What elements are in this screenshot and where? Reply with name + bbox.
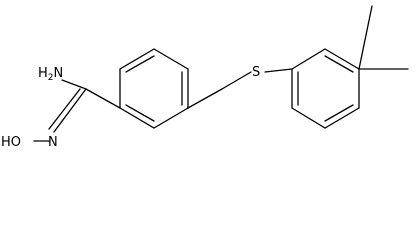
ring-bond	[153, 48, 189, 70]
ring-double-bond	[125, 104, 155, 122]
ring-bond	[119, 107, 155, 129]
hydroxyl-label: HO	[1, 135, 21, 150]
ring-to-amidine-bond	[85, 88, 121, 109]
sulfur-to-ring-bond	[264, 68, 293, 73]
structure-canvas: H2N HO N S	[1, 5, 409, 150]
benzene-ring-left	[119, 48, 189, 129]
thioether-linker: S	[187, 65, 293, 109]
ring-bond	[324, 107, 360, 129]
methyl-groups	[358, 5, 409, 70]
ring-double-bond	[324, 55, 354, 73]
amidoxime-group: H2N HO N	[1, 66, 121, 150]
ch2-to-sulfur-bond	[221, 71, 252, 90]
ring-bond	[153, 107, 189, 129]
benzene-ring-right	[291, 48, 360, 129]
ring-bond	[291, 107, 326, 129]
amine-label: H2N	[38, 66, 63, 83]
oxime-nitrogen-label: N	[48, 135, 58, 150]
methyl-bond-meta	[358, 5, 373, 70]
ring-double-bond	[125, 55, 155, 73]
ring-bond	[291, 48, 326, 70]
benzylic-bond	[187, 88, 223, 109]
ring-bond	[324, 48, 360, 70]
ring-bond	[119, 48, 155, 70]
amine-bond	[61, 79, 87, 90]
ring-double-bond	[324, 104, 354, 122]
sulfur-label: S	[252, 65, 260, 80]
oxime-double-bond	[53, 88, 87, 133]
molecule-diagram: H2N HO N S	[1, 5, 409, 150]
oxime-double-bond	[48, 88, 81, 130]
